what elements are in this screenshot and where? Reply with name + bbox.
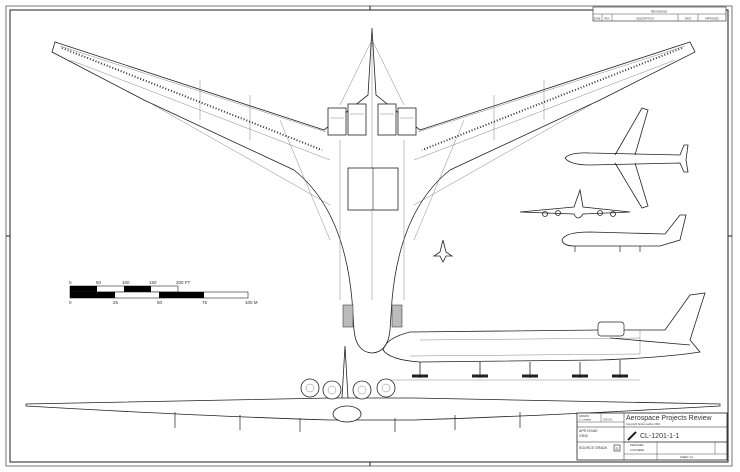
m-label-25: 25 — [113, 300, 119, 305]
drawn-by: S. Lowther — [579, 418, 592, 422]
title-block: DRAWN S. Lowther 2001-01 Aerospace Proje… — [576, 412, 728, 461]
ft-label-200: 200 FT — [176, 280, 191, 285]
rev-col-zone: ZONE — [594, 18, 601, 21]
designer: LOCKHEED — [630, 448, 644, 452]
engine-pods — [327, 103, 417, 136]
drawn-label: DRAWN — [579, 414, 589, 418]
issue-number: V3N3 — [579, 434, 588, 438]
drawn-date: 2001-01 — [603, 418, 613, 422]
publisher-name: Aerospace Projects Review — [626, 415, 713, 422]
plan-view — [51, 27, 696, 354]
ft-label-0: 0 — [69, 280, 72, 285]
m-label-100: 100 M — [245, 300, 258, 305]
m-label-75: 75 — [202, 300, 208, 305]
issue-label: APR ISSUE — [579, 429, 598, 433]
scale-bar: 0 50 100 150 200 FT 0 25 50 75 100 M — [69, 280, 258, 305]
scale-reference-aircraft — [432, 239, 454, 263]
rev-col-description: DESCRIPTION — [636, 18, 653, 21]
boeing-747-comparison — [519, 107, 689, 252]
sheet-number: SHEET 1/1 — [680, 455, 693, 459]
m-label-50: 50 — [157, 300, 163, 305]
m-label-0: 0 — [69, 300, 72, 305]
ft-label-100: 100 — [122, 280, 130, 285]
drawing-number: CL-1201-1-1 — [640, 433, 679, 440]
revision-block: REVISIONS ZONE REV DESCRIPTION DATE APPR… — [592, 6, 727, 22]
source-grade: D — [616, 446, 619, 451]
front-view — [25, 345, 721, 432]
rev-col-approved: APPROVED — [705, 18, 719, 21]
source-grade-label: SOURCE GRADE — [579, 446, 608, 450]
copyright: Copyright Scott Lowther 2001 — [626, 422, 661, 426]
designed-label: DESIGNED — [630, 443, 644, 447]
rev-col-rev: REV — [604, 18, 609, 21]
ft-label-150: 150 — [149, 280, 157, 285]
drawing-border — [5, 5, 733, 467]
rev-col-date: DATE — [685, 18, 692, 21]
ft-label-50: 50 — [96, 280, 102, 285]
revisions-title: REVISIONS — [651, 10, 667, 14]
side-view — [380, 292, 706, 381]
